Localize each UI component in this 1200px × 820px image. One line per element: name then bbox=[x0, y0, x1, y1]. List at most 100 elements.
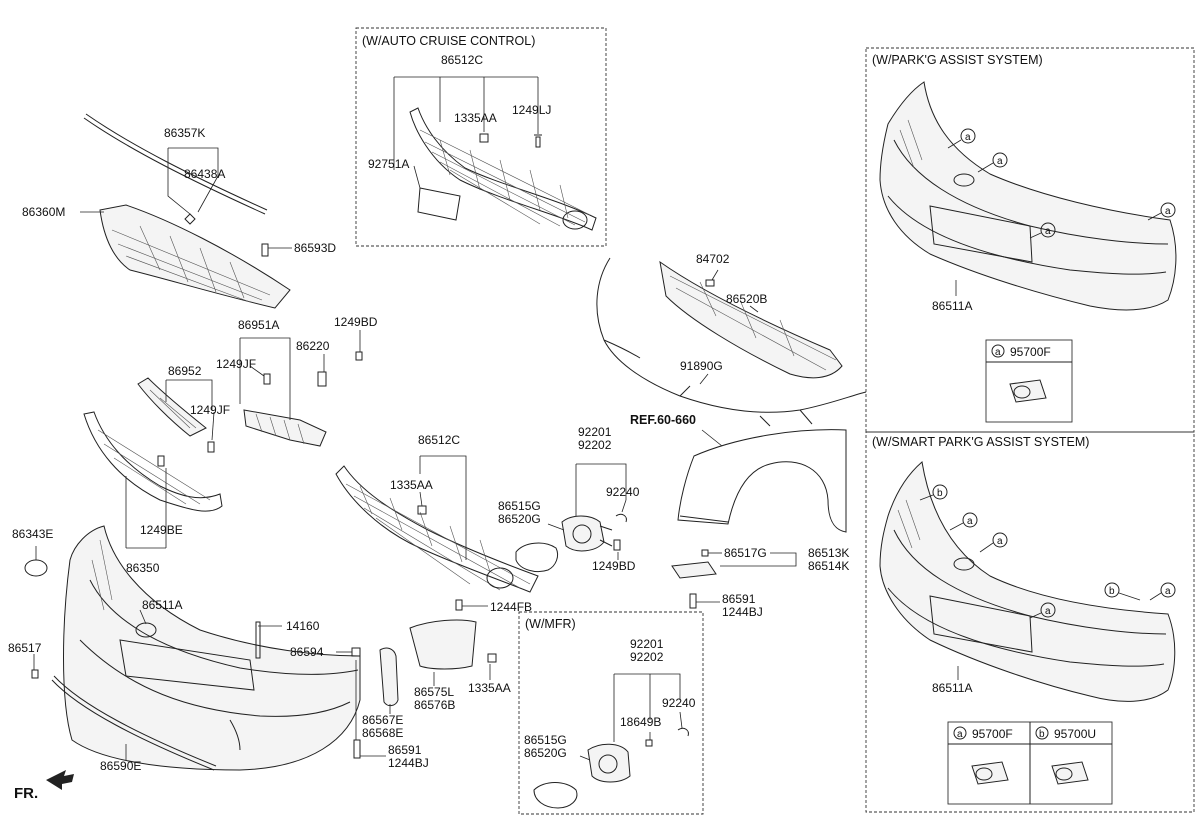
smart-legend-symbol-b: b bbox=[1039, 729, 1045, 740]
cruise-grille bbox=[409, 107, 597, 231]
label-1249BE: 1249BE bbox=[140, 523, 183, 537]
smart-legend-part-a: 95700F bbox=[972, 727, 1013, 741]
label-86575L: 86575L bbox=[414, 685, 454, 699]
park-assist-box bbox=[865, 47, 1195, 433]
label-91890G: 91890G bbox=[680, 359, 723, 373]
svg-text:a: a bbox=[967, 516, 973, 527]
screw-1244FB bbox=[455, 599, 463, 611]
smart-park-bumper bbox=[879, 461, 1176, 702]
label-1249BD-top: 1249BD bbox=[334, 315, 378, 329]
park-bumper bbox=[879, 81, 1177, 311]
label-86512C-top: 86512C bbox=[441, 53, 483, 67]
bolt-1249JF-b bbox=[207, 441, 215, 453]
sensor-icon bbox=[1051, 761, 1089, 785]
label-92240-a: 92240 bbox=[606, 485, 640, 499]
label-1249JF-a: 1249JF bbox=[216, 357, 256, 371]
park-assist-title: (W/PARK'G ASSIST SYSTEM) bbox=[872, 53, 1043, 67]
label-1249LJ: 1249LJ bbox=[512, 103, 551, 117]
bolt-1249JF-a bbox=[263, 373, 271, 385]
label-86594: 86594 bbox=[290, 645, 324, 659]
label-86515G-b: 86515G bbox=[524, 733, 567, 747]
sensor-icon bbox=[971, 761, 1009, 785]
label-84702: 84702 bbox=[696, 252, 730, 266]
label-86591-b: 86591 bbox=[722, 592, 756, 606]
clip-1335AA-grille bbox=[417, 505, 427, 515]
cruise-leaders bbox=[393, 76, 539, 189]
svg-text:a: a bbox=[1165, 206, 1171, 217]
mfr-connector-92240 bbox=[677, 727, 689, 737]
bezel-86515G bbox=[515, 542, 559, 573]
label-86952: 86952 bbox=[168, 364, 202, 378]
direction-label: FR. bbox=[14, 785, 38, 802]
label-1249JF-b: 1249JF bbox=[190, 403, 230, 417]
smart-legend-part-b: 95700U bbox=[1054, 727, 1096, 741]
smart-legend-symbol-a: a bbox=[957, 729, 963, 740]
label-86511A-park: 86511A bbox=[932, 299, 972, 313]
label-86568E: 86568E bbox=[362, 726, 403, 740]
clip-86517 bbox=[31, 669, 39, 679]
bolt-1249BD-mid bbox=[613, 539, 621, 551]
auto-cruise-title: (W/AUTO CRUISE CONTROL) bbox=[362, 34, 535, 48]
cover-86360M bbox=[99, 204, 291, 309]
label-86576B: 86576B bbox=[414, 698, 455, 712]
smart-park-assist-box bbox=[865, 431, 1195, 813]
clip-1335AA-mid bbox=[487, 653, 497, 663]
label-86520G-a: 86520G bbox=[498, 512, 541, 526]
clip-86220 bbox=[317, 371, 327, 387]
bracket-86951A bbox=[243, 409, 327, 447]
park-legend-symbol: a bbox=[995, 347, 1001, 358]
mfr-fog-lamp bbox=[587, 743, 631, 783]
direction-arrow-icon bbox=[46, 770, 74, 790]
clip-86438A bbox=[184, 213, 196, 225]
label-1249BD-mid: 1249BD bbox=[592, 559, 636, 573]
label-14160: 14160 bbox=[286, 619, 320, 633]
svg-text:a: a bbox=[965, 132, 971, 143]
lip-86590E bbox=[51, 679, 215, 771]
svg-text:a: a bbox=[1045, 606, 1051, 617]
label-86343E: 86343E bbox=[12, 527, 53, 541]
label-18649B: 18649B bbox=[620, 715, 661, 729]
label-86517: 86517 bbox=[8, 641, 42, 655]
grille-86350 bbox=[83, 411, 223, 512]
label-1244BJ-b: 1244BJ bbox=[722, 605, 763, 619]
label-1335AA-grille: 1335AA bbox=[390, 478, 433, 492]
svg-text:a: a bbox=[1045, 226, 1051, 237]
label-92201-b: 92201 bbox=[630, 637, 664, 651]
auto-cruise-box bbox=[355, 27, 607, 247]
label-86511A-main: 86511A bbox=[142, 598, 182, 612]
label-86220: 86220 bbox=[296, 339, 330, 353]
bracket-86513K bbox=[671, 561, 717, 579]
label-92201-a: 92201 bbox=[578, 425, 612, 439]
garnish-86952 bbox=[137, 377, 207, 437]
connector-92240-a bbox=[615, 513, 627, 523]
label-1335AA-top: 1335AA bbox=[454, 111, 497, 125]
label-86951A: 86951A bbox=[238, 318, 279, 332]
label-92202-a: 92202 bbox=[578, 438, 612, 452]
svg-text:b: b bbox=[1109, 586, 1115, 597]
bumper-86511A bbox=[63, 525, 361, 771]
reference-label: REF.60-660 bbox=[630, 413, 696, 427]
label-1244FB: 1244FB bbox=[490, 600, 532, 614]
label-86567E: 86567E bbox=[362, 713, 403, 727]
label-86350: 86350 bbox=[126, 561, 160, 575]
emblem-86343E bbox=[24, 559, 48, 577]
label-86593D: 86593D bbox=[294, 241, 336, 255]
mfr-bolt-18649B bbox=[645, 739, 653, 747]
mfr-title: (W/MFR) bbox=[525, 617, 576, 631]
label-86517G: 86517G bbox=[724, 546, 767, 560]
clip-1335AA-top bbox=[479, 133, 489, 143]
smart-callouts: b a a a b a bbox=[932, 484, 1176, 618]
label-86515G-a: 86515G bbox=[498, 499, 541, 513]
mfr-bezel bbox=[533, 782, 578, 809]
label-86513K: 86513K bbox=[808, 546, 849, 560]
mfr-box bbox=[518, 611, 704, 815]
sensor-icon bbox=[1009, 379, 1047, 403]
label-1244BJ-a: 1244BJ bbox=[388, 756, 429, 770]
label-86520B: 86520B bbox=[726, 292, 767, 306]
label-92202-b: 92202 bbox=[630, 650, 664, 664]
label-86438A: 86438A bbox=[184, 167, 225, 181]
label-86360M: 86360M bbox=[22, 205, 65, 219]
svg-text:a: a bbox=[997, 156, 1003, 167]
clip-84702 bbox=[705, 279, 715, 287]
clip-86594 bbox=[351, 647, 361, 657]
